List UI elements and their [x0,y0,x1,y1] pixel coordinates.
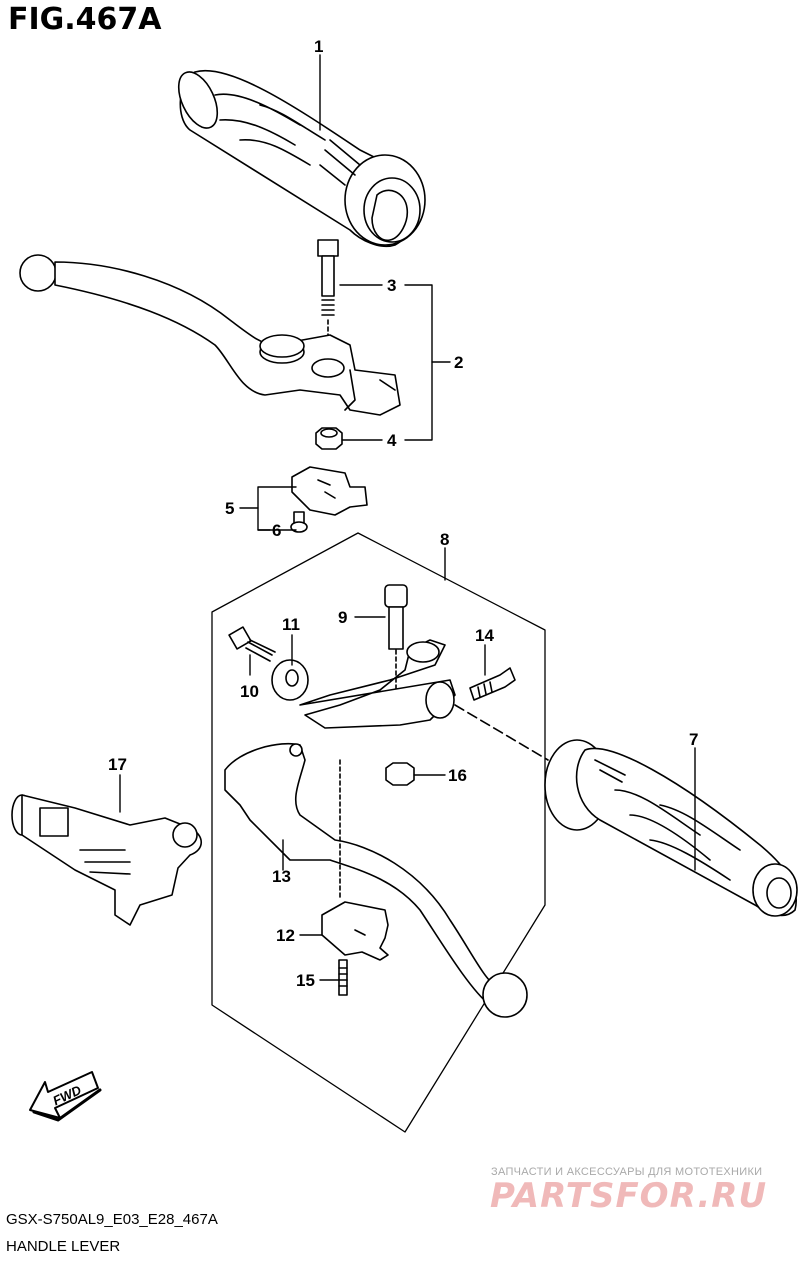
model-code: GSX-S750AL9_E03_E28_467A [6,1211,218,1228]
callout-15: 15 [296,971,315,990]
bolt-part-3 [317,239,339,346]
nut-part-4 [315,427,343,450]
screw-part-6 [290,511,308,533]
callout-16: 16 [448,766,467,785]
callout-labels: 1 3 2 4 5 6 8 9 11 14 10 7 17 16 13 12 1… [108,37,698,990]
assembly-frame-part-8 [211,532,546,1133]
callout-7: 7 [689,730,698,749]
callout-9: 9 [338,608,347,627]
callout-10: 10 [240,682,259,701]
pivot-bolt-part-9 [384,584,408,696]
throttle-part-17 [11,794,203,926]
grip-part-1 [177,69,426,248]
grip-part-7 [544,739,798,917]
callout-4: 4 [387,431,397,450]
lever-holder [299,639,549,761]
nut-part-16 [385,762,415,786]
callout-8: 8 [440,530,449,549]
callout-12: 12 [276,926,295,945]
callout-17: 17 [108,755,127,774]
switch-part-12 [321,901,389,961]
bolt-part-14 [469,667,516,701]
callout-1: 1 [314,37,323,56]
brake-lever-part-2 [19,254,401,416]
callout-6: 6 [272,521,281,540]
figure-title: FIG.467A [8,2,162,37]
watermark-tagline: ЗАПЧАСТИ И АКСЕССУАРЫ ДЛЯ МОТОТЕХНИКИ [491,1166,763,1178]
washer-part-11 [271,659,309,701]
callout-3: 3 [387,276,396,295]
screw-part-15 [338,959,348,996]
callout-2: 2 [454,353,463,372]
fwd-arrow-icon [29,1071,102,1122]
callout-14: 14 [475,626,494,645]
section-name: HANDLE LEVER [6,1238,121,1255]
clutch-lever-part-13 [224,742,528,1018]
switch-part-5 [291,466,368,516]
adjuster-part-10 [228,626,276,662]
callout-11: 11 [282,615,300,634]
leader-lines [119,54,696,981]
callout-13: 13 [272,867,291,886]
callout-5: 5 [225,499,234,518]
watermark-logo: PARTSFOR.RU [490,1176,768,1216]
